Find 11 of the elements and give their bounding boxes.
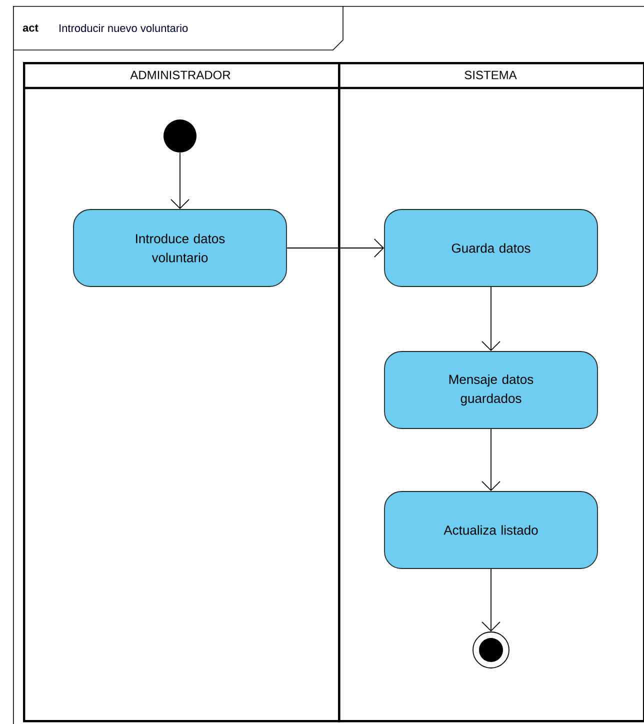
action-box: Mensaje datos guardados: [384, 351, 598, 429]
arrow: [482, 568, 500, 632]
action-box: Guarda datos: [384, 209, 598, 287]
final-node: [472, 632, 510, 668]
arrow: [286, 238, 384, 258]
action-box: Actualiza listado: [384, 491, 598, 569]
arrow: [482, 286, 500, 352]
initial-node: [164, 120, 196, 152]
arrow: [170, 152, 190, 210]
arrow: [482, 428, 500, 492]
action-box: Introduce datos voluntario: [73, 209, 287, 287]
